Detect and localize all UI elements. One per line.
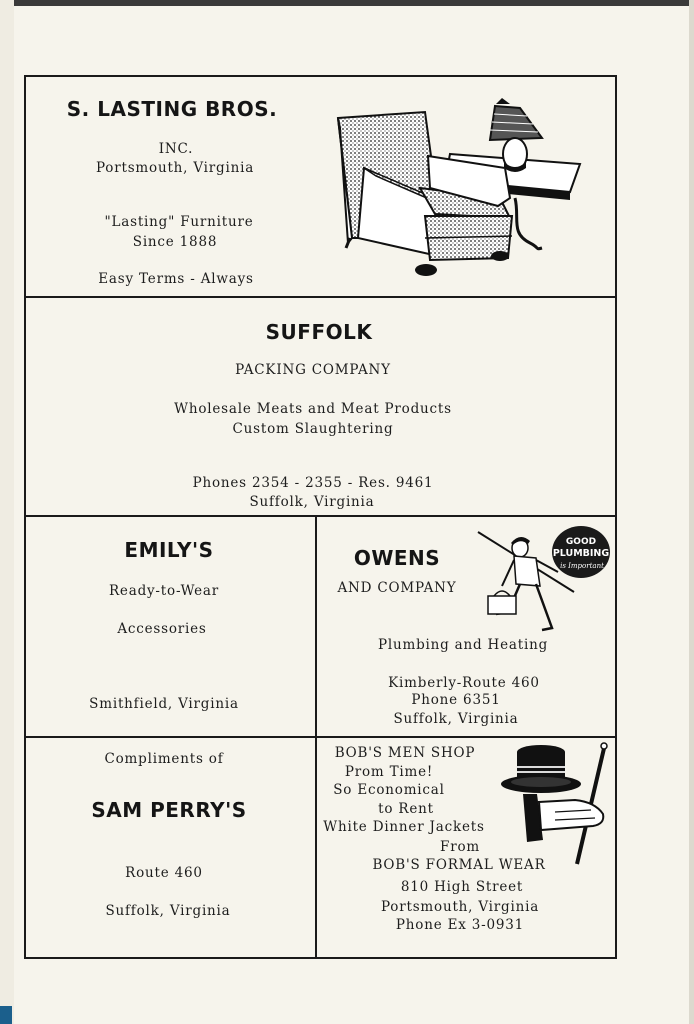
lasting-since: Since 1888 [132, 234, 218, 250]
owens-sub: AND COMPANY [337, 580, 457, 596]
perry-route: Route 460 [125, 865, 203, 881]
ad-grid-frame [24, 75, 617, 959]
bobs-l1: BOB'S MEN SHOP [334, 745, 476, 761]
perry-compliments: Compliments of [104, 751, 224, 767]
suffolk-phones: Phones 2354 - 2355 - Res. 9461 [192, 475, 434, 491]
owens-addr: Kimberly-Route 460 [388, 675, 540, 691]
page-right-edge [689, 0, 694, 1024]
suffolk-line1: Wholesale Meats and Meat Products [174, 401, 452, 417]
owens-badge-mid: PLUMBING [553, 548, 610, 559]
bobs-l4: to Rent [378, 801, 434, 817]
page-corner-mark [0, 1006, 12, 1024]
owens-city: Suffolk, Virginia [393, 711, 519, 727]
lasting-name: S. LASTING BROS. [66, 97, 278, 121]
suffolk-city: Suffolk, Virginia [249, 494, 375, 510]
bobs-l2: Prom Time! [344, 764, 434, 780]
divider-suffolk-lower [24, 515, 617, 517]
suffolk-line2: Custom Slaughtering [232, 421, 394, 437]
divider-vertical [315, 515, 317, 959]
top-hat-cane-illustration [501, 742, 608, 865]
divider-lasting-suffolk [24, 296, 617, 298]
bobs-l3: So Economical [333, 782, 445, 798]
emilys-name: EMILY'S [124, 538, 214, 562]
bobs-l5: White Dinner Jackets [323, 819, 485, 835]
page-top-edge [0, 0, 694, 6]
suffolk-name: SUFFOLK [265, 320, 373, 344]
bobs-l6: From [440, 839, 480, 855]
armchair-lamp-illustration [336, 98, 582, 276]
perry-name: SAM PERRY'S [91, 798, 247, 822]
emilys-city: Smithfield, Virginia [89, 696, 239, 712]
lasting-inc: INC. [158, 141, 194, 157]
owens-badge-top: GOOD [566, 537, 596, 547]
bobs-l9: Portsmouth, Virginia [380, 899, 540, 915]
divider-middle-row [24, 736, 617, 738]
suffolk-sub: PACKING COMPANY [235, 362, 391, 378]
bobs-l10: Phone Ex 3-0931 [395, 917, 525, 933]
plumber-illustration: GOOD PLUMBING is Important [477, 526, 610, 632]
emilys-line2: Accessories [117, 621, 207, 637]
owens-line1: Plumbing and Heating [377, 637, 549, 653]
lasting-slogan: "Lasting" Furniture [104, 214, 254, 230]
owens-phone: Phone 6351 [411, 692, 501, 708]
page-left-edge [0, 0, 14, 1024]
perry-city: Suffolk, Virginia [105, 903, 231, 919]
lasting-city: Portsmouth, Virginia [95, 160, 255, 176]
bobs-l7: BOB'S FORMAL WEAR [372, 857, 546, 873]
lasting-terms: Easy Terms - Always [98, 271, 254, 287]
owens-name: OWENS [353, 546, 441, 570]
owens-badge-bottom: is Important [560, 562, 604, 570]
bobs-l8: 810 High Street [400, 879, 524, 895]
emilys-line1: Ready-to-Wear [108, 583, 220, 599]
